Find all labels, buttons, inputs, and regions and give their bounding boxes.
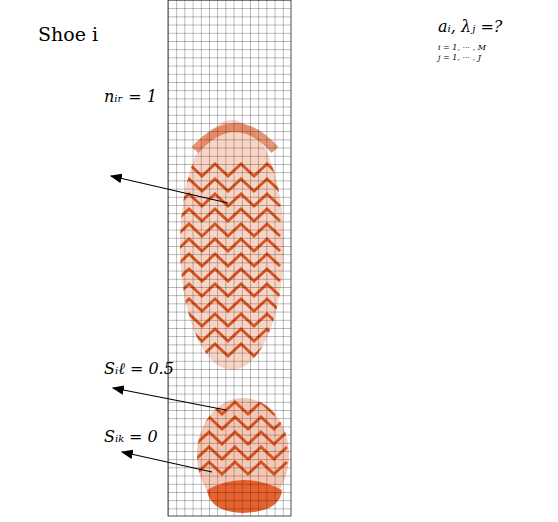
shoe-title: Shoe i: [38, 24, 98, 45]
index-range: j = 1, ··· , J: [438, 54, 481, 63]
variable-label: Sᵢₖ = 0: [104, 428, 158, 446]
leader-arrow: [122, 452, 212, 472]
unknowns-label: aᵢ, λⱼ =?: [438, 18, 502, 36]
index-range: i = 1, ··· , M: [438, 44, 486, 53]
grid: [168, 0, 291, 516]
variable-label: nᵢᵣ = 1: [104, 88, 157, 106]
variable-label: Sᵢℓ = 0.5: [104, 360, 174, 378]
leader-arrow: [111, 176, 228, 203]
leader-arrow: [113, 388, 226, 410]
